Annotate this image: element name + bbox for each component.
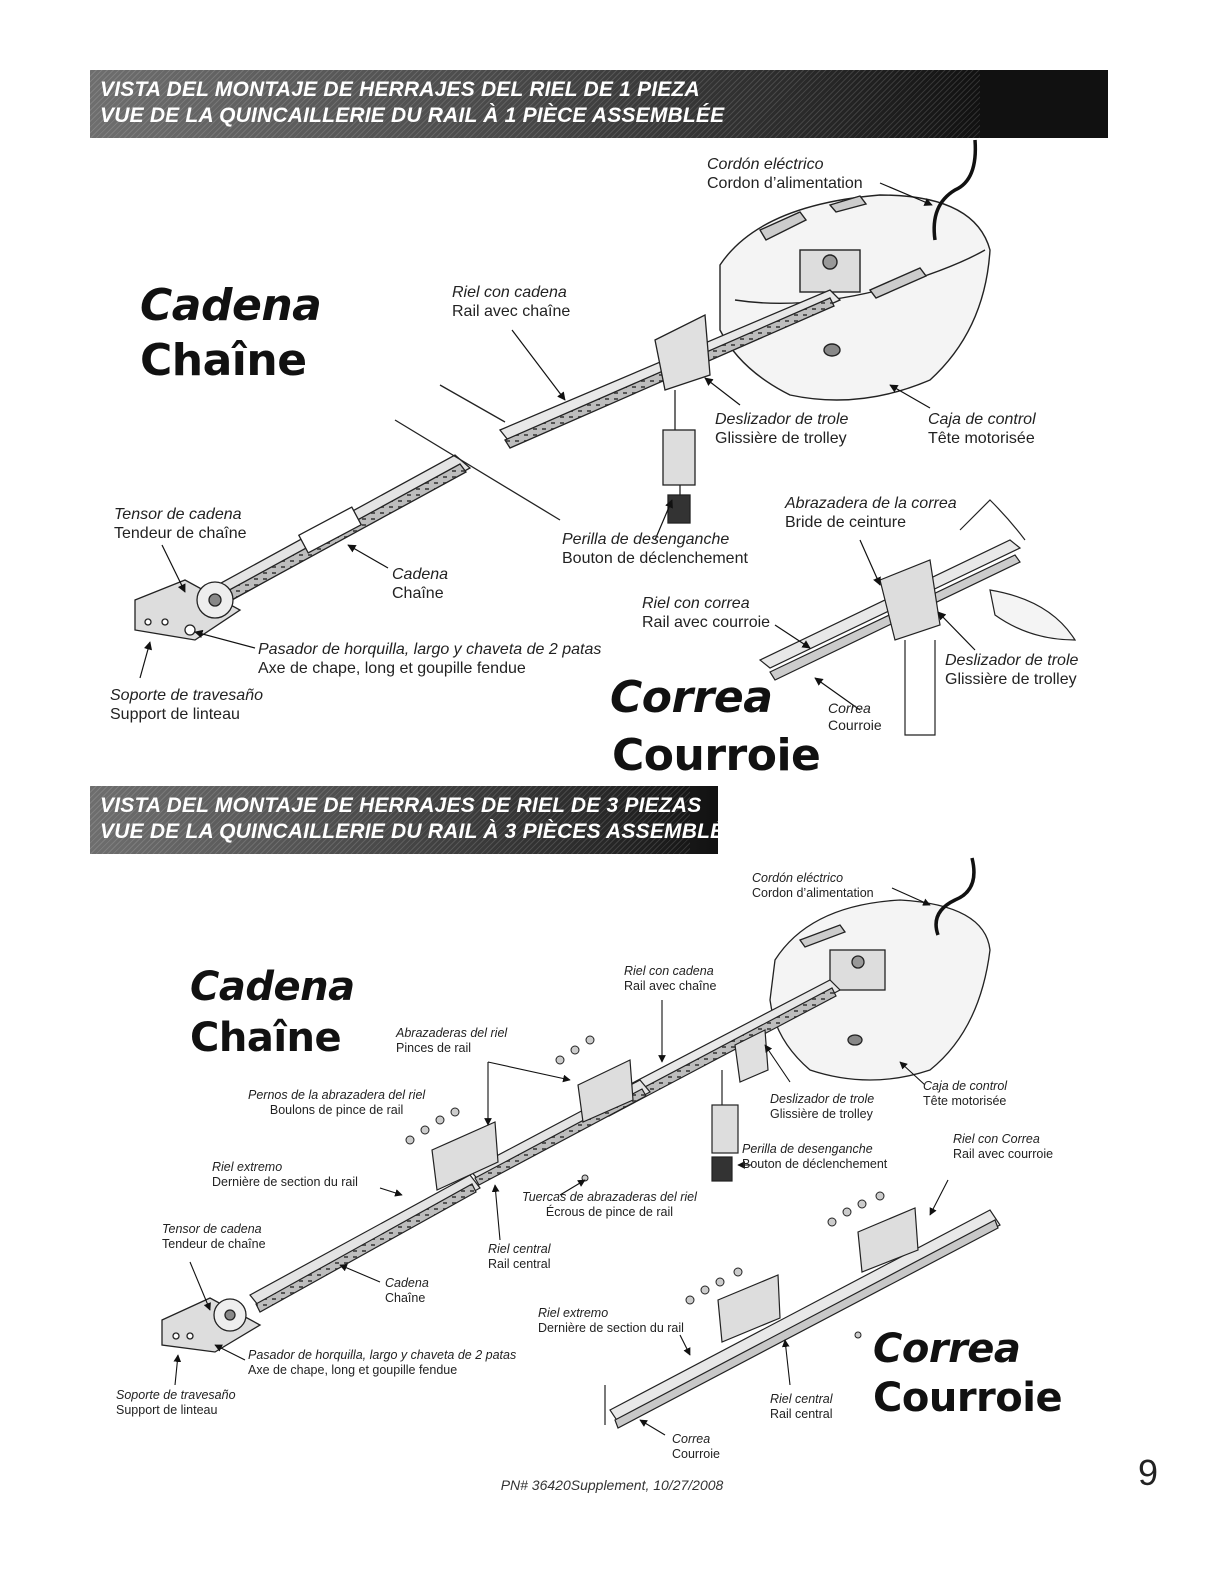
s2-motor-unit xyxy=(769,899,991,1081)
s1-label-clevis-pin: Pasador de horquilla, largo y chaveta de… xyxy=(258,641,602,678)
section1-banner: VISTA DEL MONTAJE DE HERRAJES DEL RIEL D… xyxy=(90,70,1108,138)
s2-belt-heading-es: Correa xyxy=(873,1326,1021,1372)
part-number-footer: PN# 36420Supplement, 10/27/2008 xyxy=(500,1477,724,1493)
s1-chain-heading-fr: Chaîne xyxy=(140,335,307,386)
s2-belt-heading-fr: Courroie xyxy=(873,1375,1063,1421)
page-number: 9 xyxy=(1138,1452,1159,1493)
section1-title-es: VISTA DEL MONTAJE DE HERRAJES DEL RIEL D… xyxy=(100,78,700,101)
s2-chain-rail xyxy=(249,979,841,1313)
s2-header-bracket xyxy=(161,1297,262,1353)
s1-belt-heading-fr: Courroie xyxy=(612,730,821,781)
section1-title-fr: VUE DE LA QUINCAILLERIE DU RAIL À 1 PIÈC… xyxy=(100,104,725,127)
s1-motor-unit xyxy=(719,194,991,401)
s1-belt-heading-es: Correa xyxy=(610,672,773,723)
s1-trolley xyxy=(654,313,711,524)
section2-banner: VISTA DEL MONTAJE DE HERRAJES DE RIEL DE… xyxy=(90,786,718,854)
s2-chain-heading-fr: Chaîne xyxy=(190,1015,342,1061)
s1-belt-rail xyxy=(758,499,1077,736)
s2-belt-rail xyxy=(604,1207,1001,1429)
s2-bolts xyxy=(405,1035,595,1182)
s2-trolley xyxy=(711,1029,769,1182)
s2-label-clevis-pin: Pasador de horquilla, largo y chaveta de… xyxy=(248,1348,517,1377)
s2-chain-heading-es: Cadena xyxy=(190,964,355,1010)
section2-title-es: VISTA DEL MONTAJE DE HERRAJES DE RIEL DE… xyxy=(100,794,702,817)
section2-title-fr: VUE DE LA QUINCAILLERIE DU RAIL À 3 PIÈC… xyxy=(100,820,718,843)
s2-belt-bolts xyxy=(685,1191,885,1339)
s1-chain-heading-es: Cadena xyxy=(140,280,322,331)
s1-header-bracket xyxy=(134,579,242,641)
